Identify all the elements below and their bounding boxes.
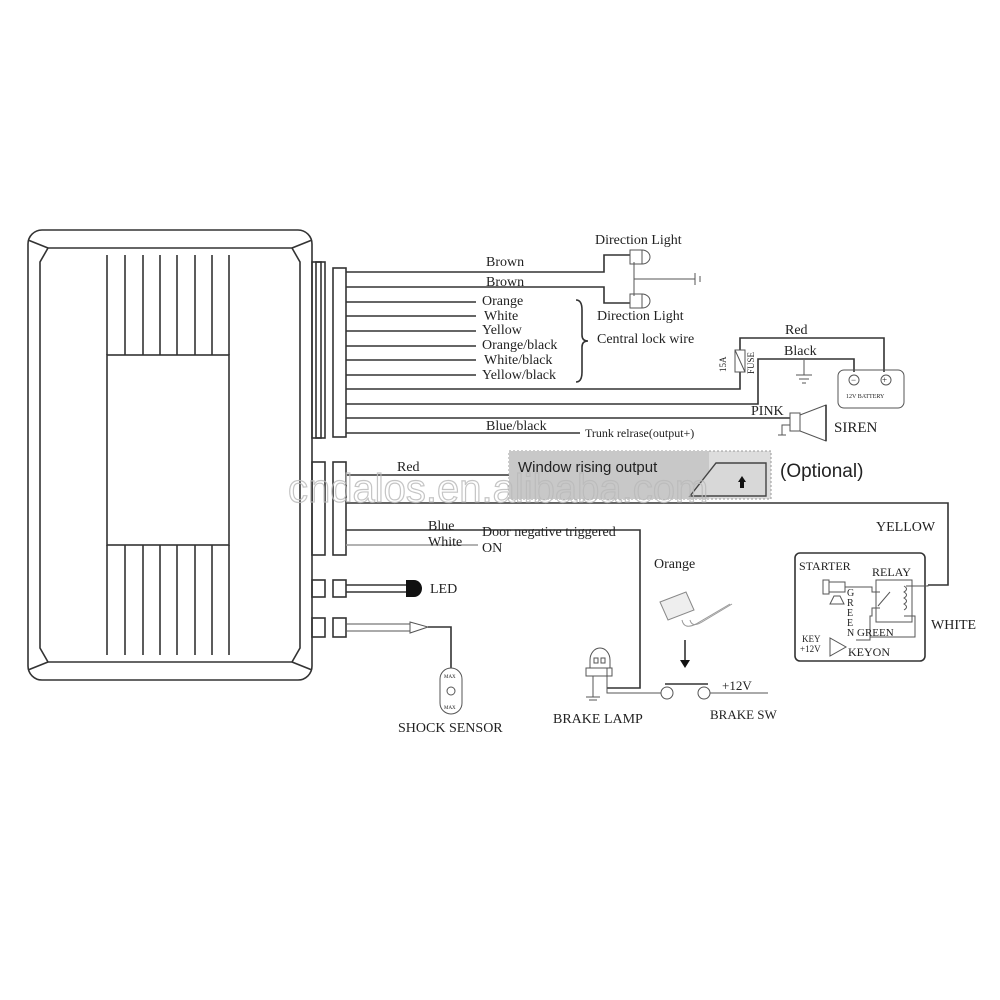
shock-sensor-label: SHOCK SENSOR (398, 721, 503, 736)
led-label: LED (430, 582, 457, 597)
wire-label-white: White (484, 309, 518, 324)
green-letter: R (847, 598, 854, 609)
top-wire-labels: Brown Brown Orange White Yellow Orange/b… (482, 233, 694, 440)
green-letter: N (847, 628, 854, 639)
starter-label: STARTER (799, 559, 851, 573)
red-wire-label: Red (785, 323, 808, 338)
wire-label-yellow-black: Yellow/black (482, 368, 556, 383)
window-red-wire-label: Red (397, 460, 420, 475)
key-label: KEY (802, 634, 821, 644)
window-rising-label: Window rising output (518, 459, 658, 476)
brake-lamp-icon (585, 647, 613, 701)
optional-label: (Optional) (780, 461, 863, 482)
wire-label-brown-2: Brown (486, 275, 524, 290)
central-lock-brace (575, 299, 589, 383)
trunk-release-label: Trunk relrase(output+) (585, 426, 694, 440)
alarm-control-unit (27, 229, 313, 681)
siren-icon: PINK SIREN (751, 404, 878, 442)
brake-12v-label: +12V (722, 678, 752, 693)
wire-label-brown-1: Brown (486, 255, 524, 270)
fuse-icon (734, 349, 746, 373)
fuse-rating: 15A (718, 356, 728, 372)
battery-icon (837, 369, 905, 409)
green-letter: G (847, 588, 854, 599)
green-vertical-label: G R E E N (847, 588, 854, 639)
keyon-label: KEYON (848, 645, 890, 659)
green-letter: E (847, 608, 853, 619)
direction-light-bottom-label: Direction Light (597, 309, 684, 324)
lower-harness-wires (346, 474, 949, 689)
window-rising-output-box: Window rising output (508, 450, 772, 500)
green-letter: E (847, 618, 853, 629)
battery-plus: + (882, 375, 887, 385)
battery-circuit: 15A FUSE − + 12V BATTERY Red Black (718, 323, 905, 409)
direction-light-bulbs (629, 249, 701, 309)
door-on-label: ON (482, 541, 502, 556)
pink-wire-label: PINK (751, 404, 784, 419)
yellow-wire-label: YELLOW (876, 520, 936, 535)
wire-label-white-black: White/black (484, 353, 552, 368)
wire-label-yellow: Yellow (482, 323, 523, 338)
watermark: cndalos.en.alibaba.com (288, 467, 708, 511)
led-icon: LED (346, 580, 457, 597)
central-lock-label: Central lock wire (597, 332, 694, 347)
key-12v-label: +12V (800, 644, 821, 654)
brake-circuit: Orange +12V BRAKE LAMP BRAKE SW (553, 557, 778, 727)
shock-max-top: MAX (444, 675, 456, 680)
battery-label: 12V BATTERY (846, 394, 885, 400)
siren-label: SIREN (834, 420, 878, 436)
door-trigger-label: Door negative triggered (482, 525, 616, 540)
green-label: GREEN (857, 627, 894, 639)
wire-label-orange-black: Orange/black (482, 338, 557, 353)
brake-switch-label: BRAKE SW (710, 707, 778, 722)
wire-label-blue-black: Blue/black (486, 419, 547, 434)
top-harness-wires (346, 254, 885, 434)
key-triangle-icon (829, 637, 848, 657)
battery-minus: − (851, 375, 856, 385)
door-white-wire-label: White (428, 535, 462, 550)
direction-light-top-label: Direction Light (595, 233, 682, 248)
starter-relay-box: YELLOW WHITE STARTER RELAY G R E E N GRE… (794, 520, 976, 662)
brake-lamp-label: BRAKE LAMP (553, 712, 643, 727)
connectors (311, 261, 347, 638)
shock-sensor-icon: MAX MAX SHOCK SENSOR (346, 621, 503, 736)
relay-label: RELAY (872, 565, 911, 579)
black-wire-label: Black (784, 344, 817, 359)
door-blue-wire-label: Blue (428, 519, 454, 534)
shock-max-bottom: MAX (444, 706, 456, 711)
white-wire-label: WHITE (931, 618, 976, 633)
brake-pedal-icon (659, 591, 733, 627)
orange-wire-label: Orange (654, 557, 695, 572)
wire-label-orange: Orange (482, 294, 523, 309)
fuse-label: FUSE (746, 351, 756, 374)
